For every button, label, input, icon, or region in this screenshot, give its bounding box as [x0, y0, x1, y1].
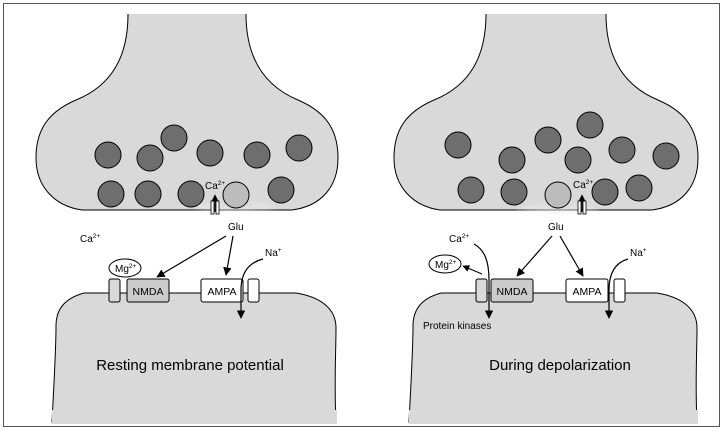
vesicle: [626, 175, 652, 201]
left-caption: Resting membrane potential: [96, 357, 284, 374]
vesicle: [445, 132, 471, 158]
left-glu-label: Glu: [228, 222, 244, 233]
left-na-label: Na+: [265, 247, 282, 259]
right-ca-entry-label: Ca2+: [449, 233, 469, 245]
right-glu-to-nmda-arrow: [517, 236, 552, 276]
docked-vesicle: [223, 182, 249, 208]
left-glu-to-nmda-arrow: [157, 236, 226, 277]
left-na-channel: [248, 279, 259, 302]
left-ampa-label: AMPA: [208, 286, 237, 298]
docked-vesicle: [545, 182, 571, 208]
right-presynaptic-terminal: [394, 14, 698, 210]
vesicle: [268, 177, 294, 203]
vesicle: [499, 147, 525, 173]
vesicle: [653, 143, 679, 169]
vesicle: [286, 135, 312, 161]
vesicle: [197, 140, 223, 166]
right-caption: During depolarization: [489, 357, 631, 374]
left-postsynaptic-fill: [52, 410, 337, 424]
right-ampa-label: AMPA: [573, 286, 602, 298]
vesicle: [592, 179, 618, 205]
right-na-channel: [614, 279, 625, 302]
vesicle: [135, 181, 161, 207]
vesicle: [501, 179, 527, 205]
vesicle: [609, 137, 635, 163]
vesicle: [244, 142, 270, 168]
right-postsynaptic-fill: [409, 410, 698, 424]
right-glu-label: Glu: [548, 222, 564, 233]
vesicle: [161, 125, 187, 151]
right-channel-block: [476, 279, 487, 302]
left-nmda-label: NMDA: [133, 286, 164, 298]
right-protein-kinases-label: Protein kinases: [423, 321, 491, 332]
vesicle: [565, 147, 591, 173]
left-panel: Ca2+ Glu Ca2+ NMDA AMPA Mg2+ Na+ Resting…: [36, 14, 338, 424]
right-panel: Ca2+ Glu NMDA AMPA Mg2+ Ca2+ Na+ Protein…: [394, 14, 698, 424]
vesicle: [137, 145, 163, 171]
vesicle: [178, 181, 204, 207]
right-nmda-label: NMDA: [497, 286, 528, 298]
vesicle: [95, 142, 121, 168]
vesicle: [535, 127, 561, 153]
right-glu-to-ampa-arrow: [560, 236, 583, 276]
right-na-label: Na+: [630, 247, 647, 259]
left-extracellular-ca-label: Ca2+: [80, 233, 100, 245]
left-channel-block: [109, 279, 120, 302]
vesicle: [458, 177, 484, 203]
vesicle: [577, 112, 603, 138]
right-mg-expulsion-arrow: [463, 266, 482, 274]
left-presynaptic-terminal: [36, 14, 338, 210]
left-glu-to-ampa-arrow: [226, 236, 233, 275]
vesicle: [98, 181, 124, 207]
